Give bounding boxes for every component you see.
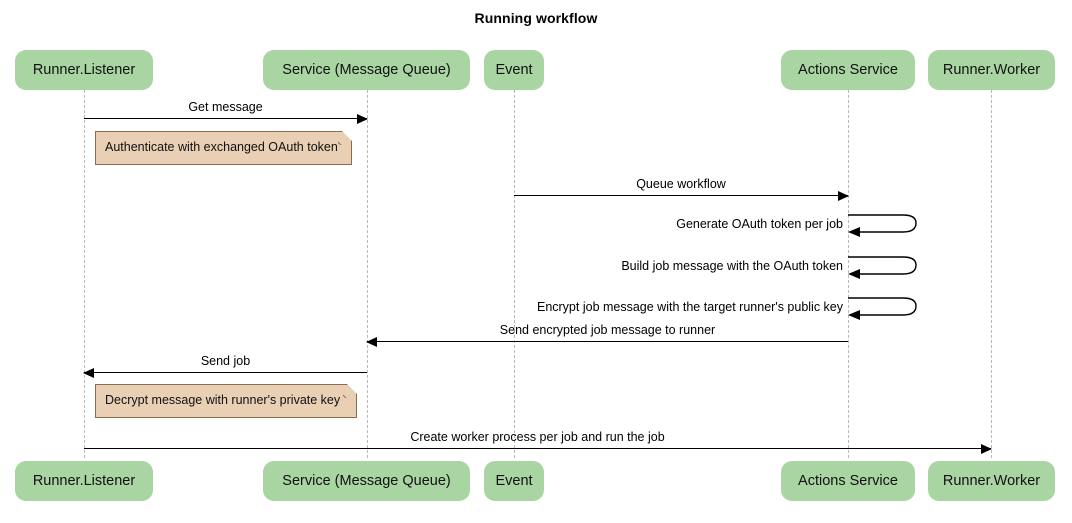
message-label: Send job	[200, 354, 251, 369]
participant-runner-listener-top[interactable]: Runner.Listener	[15, 50, 153, 90]
arrowhead-left-icon	[83, 368, 94, 378]
participant-runner-worker-top[interactable]: Runner.Worker	[928, 50, 1055, 90]
participant-label: Runner.Worker	[942, 472, 1041, 489]
lifeline-event	[514, 90, 515, 458]
participant-actions-service-bottom[interactable]: Actions Service	[781, 461, 915, 501]
self-message-generate-oauth-token-per-job: Generate OAuth token per job	[676, 211, 917, 237]
participant-runner-listener-bottom[interactable]: Runner.Listener	[15, 461, 153, 501]
participant-label: Actions Service	[798, 61, 898, 78]
participant-label: Event	[495, 61, 533, 78]
message-create-worker-process-per-job-and-run-the-job: Create worker process per job and run th…	[84, 430, 992, 454]
diagram-title: Running workflow	[474, 10, 598, 26]
participant-service-message-queue-bottom[interactable]: Service (Message Queue)	[263, 461, 470, 501]
lifeline-runner-worker	[991, 90, 992, 458]
message-label: Queue workflow	[636, 177, 726, 192]
message-send-job: Send job	[83, 354, 367, 378]
participant-label: Runner.Worker	[942, 61, 1041, 78]
message-label: Generate OAuth token per job	[676, 217, 843, 232]
message-label: Build job message with the OAuth token	[621, 259, 843, 274]
lifeline-runner-listener	[84, 90, 85, 458]
arrowhead-right-icon	[357, 114, 368, 124]
note-fold-icon	[342, 131, 352, 141]
self-message-encrypt-job-message-with-the-target-runners-public-key: Encrypt job message with the target runn…	[537, 294, 917, 320]
participant-label: Actions Service	[798, 472, 898, 489]
message-queue-workflow: Queue workflow	[514, 177, 849, 201]
message-label: Send encrypted job message to runner	[499, 323, 716, 338]
note-label: Authenticate with exchanged OAuth token	[105, 140, 338, 155]
note-decrypt: Decrypt message with runner's private ke…	[95, 384, 357, 418]
participant-label: Service (Message Queue)	[282, 61, 451, 78]
participant-event-top[interactable]: Event	[484, 50, 544, 90]
message-label: Create worker process per job and run th…	[410, 430, 665, 445]
participant-label: Service (Message Queue)	[282, 472, 451, 489]
participant-runner-worker-bottom[interactable]: Runner.Worker	[928, 461, 1055, 501]
message-label: Get message	[188, 100, 263, 115]
participant-label: Runner.Listener	[32, 61, 136, 78]
participant-label: Runner.Listener	[32, 472, 136, 489]
participant-service-message-queue-top[interactable]: Service (Message Queue)	[263, 50, 470, 90]
participant-event-bottom[interactable]: Event	[484, 461, 544, 501]
arrowhead-left-icon	[366, 337, 377, 347]
lifeline-service-message-queue	[367, 90, 368, 458]
message-label: Encrypt job message with the target runn…	[536, 300, 843, 315]
message-send-encrypted-job-message-to-runner: Send encrypted job message to runner	[366, 323, 848, 347]
self-message-build-job-message-with-the-oauth-token: Build job message with the OAuth token	[621, 253, 917, 279]
message-get-message: Get message	[84, 100, 368, 124]
arrowhead-right-icon	[981, 444, 992, 454]
arrowhead-right-icon	[838, 191, 849, 201]
note-fold-icon	[347, 384, 357, 394]
participant-actions-service-top[interactable]: Actions Service	[781, 50, 915, 90]
note-authenticate: Authenticate with exchanged OAuth token	[95, 131, 352, 165]
note-label: Decrypt message with runner's private ke…	[105, 393, 341, 408]
participant-label: Event	[495, 472, 533, 489]
